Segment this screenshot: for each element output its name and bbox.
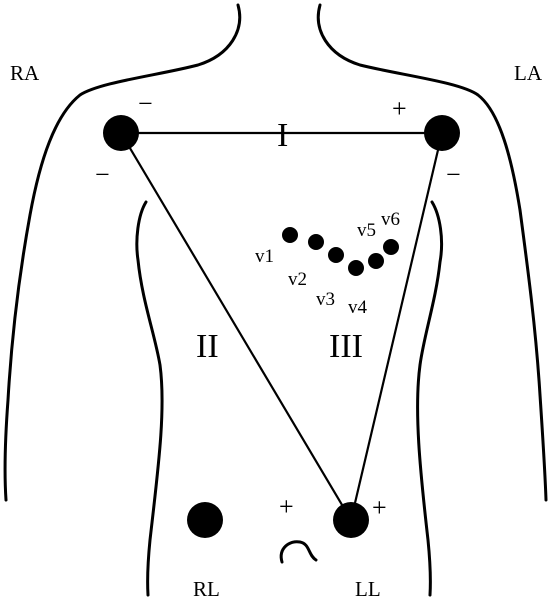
lead-iii-label: III [329, 328, 363, 365]
ll-left-plus: + [279, 492, 294, 521]
navel-outline [281, 542, 316, 562]
ra-side-minus: − [95, 160, 110, 189]
left-arm-inner-outline [418, 202, 442, 595]
v5-label: v5 [357, 220, 376, 241]
rl-label: RL [193, 577, 220, 601]
ll-right-plus: + [372, 493, 387, 522]
la-electrode [424, 115, 460, 151]
right-arm-inner-outline [137, 202, 162, 595]
v1-label: v1 [255, 246, 274, 267]
v3-electrode [328, 247, 344, 263]
v4-label: v4 [348, 297, 368, 318]
ra-top-minus: − [138, 89, 153, 118]
v6-electrode [383, 239, 399, 255]
lead-ii-label: II [196, 328, 219, 365]
ll-electrode [333, 502, 369, 538]
v5-electrode [368, 253, 384, 269]
la-label: LA [514, 61, 543, 85]
la-top-plus: + [392, 94, 407, 123]
torso-left-outline [5, 5, 240, 500]
ll-label: LL [355, 577, 381, 601]
ra-label: RA [10, 61, 40, 85]
lead-i-label: I [277, 117, 288, 154]
la-side-minus: − [446, 160, 461, 189]
ra-electrode [103, 115, 139, 151]
rl-electrode [187, 502, 223, 538]
v3-label: v3 [316, 289, 335, 310]
v2-label: v2 [288, 269, 307, 290]
v6-label: v6 [381, 209, 400, 230]
lead-ii-line [121, 133, 351, 520]
torso-right-outline [318, 5, 546, 500]
v2-electrode [308, 234, 324, 250]
v4-electrode [348, 260, 364, 276]
v1-electrode [282, 227, 298, 243]
